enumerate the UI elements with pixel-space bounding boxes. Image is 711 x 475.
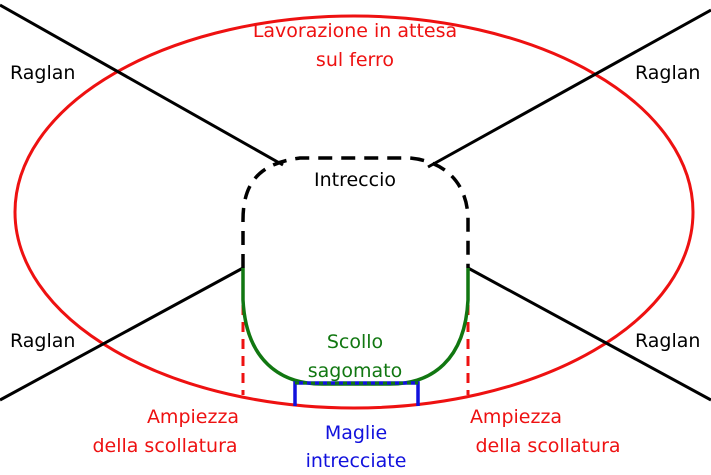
raglan-line-top-left	[0, 3, 284, 167]
label-width-right-line1: Ampiezza	[470, 406, 562, 428]
bound-off-stitches-bracket	[293, 381, 420, 406]
raglan-line-bottom-right	[467, 266, 711, 402]
raglan-line-top-right	[427, 8, 711, 169]
label-width-left-line1: Ampiezza	[147, 406, 239, 428]
label-maglie-line2: intrecciate	[306, 450, 407, 472]
bind-off-dashed-path	[241, 156, 470, 268]
label-raglan-bottom-right: Raglan	[635, 330, 700, 352]
label-width-right-line2: della scollatura	[475, 435, 620, 457]
label-maglie-line1: Maglie	[325, 422, 387, 444]
waiting-stitches-ellipse	[13, 14, 695, 410]
label-intreccio: Intreccio	[314, 169, 396, 191]
label-scollo-line2: sagomato	[308, 360, 402, 382]
label-waiting-line2: sul ferro	[316, 49, 394, 71]
label-scollo-line1: Scollo	[327, 331, 383, 353]
label-width-left-line2: della scollatura	[92, 435, 237, 457]
label-raglan-top-left: Raglan	[10, 62, 75, 84]
label-raglan-bottom-left: Raglan	[10, 330, 75, 352]
raglan-line-bottom-left	[0, 266, 244, 402]
label-raglan-top-right: Raglan	[635, 62, 700, 84]
label-waiting-line1: Lavorazione in attesa	[253, 20, 457, 42]
